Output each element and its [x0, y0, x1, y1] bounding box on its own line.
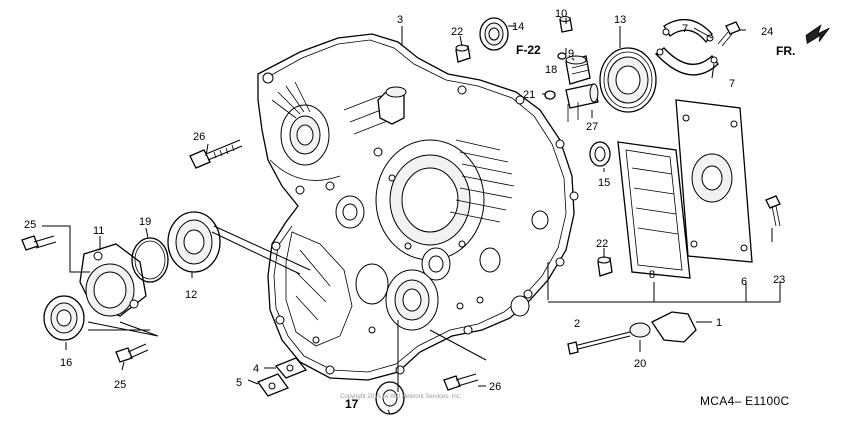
bearing-setting-plate-bottom [655, 47, 719, 76]
callout-6: 6 [741, 276, 747, 288]
dowel-pin-top [455, 44, 471, 63]
diagram-code: MCA4– E1100C [700, 394, 789, 408]
oil-level-gauge-1 [567, 311, 697, 355]
oil-seal-16 [43, 295, 85, 341]
bearing-13 [599, 47, 657, 113]
plate-5 [256, 373, 290, 397]
callout-20: 20 [634, 358, 646, 370]
bolt-26-bottom [443, 373, 479, 391]
bolt-26-top [189, 139, 243, 169]
cover-plate-6 [675, 99, 753, 263]
callout-22-right: 22 [596, 238, 608, 250]
o-ring-19 [131, 237, 169, 283]
callout-21: 21 [523, 89, 535, 101]
callout-25-bottom: 25 [114, 379, 126, 391]
callout-26-bottom: 26 [489, 381, 501, 393]
callout-9: 9 [568, 48, 574, 60]
rear-case-cover [257, 33, 579, 381]
callout-4: 4 [253, 363, 259, 375]
callout-2: 2 [574, 318, 580, 330]
bolt-23 [765, 195, 781, 227]
callout-8: 8 [649, 269, 655, 281]
callout-26-top: 26 [193, 131, 205, 143]
o-ring-18 [557, 52, 567, 60]
callout-15: 15 [598, 177, 610, 189]
bearing-setting-plate-top [662, 18, 714, 44]
front-label: FR. [776, 44, 795, 58]
bearing-housing-11 [79, 243, 147, 317]
o-ring-21 [544, 90, 556, 100]
joint-shaft-9 [565, 55, 591, 85]
callout-18: 18 [545, 64, 557, 76]
collar-10 [559, 16, 573, 33]
bearing-14 [479, 17, 509, 51]
callout-16: 16 [60, 357, 72, 369]
callout-3: 3 [397, 14, 403, 26]
callout-24: 24 [761, 26, 773, 38]
leader-lines [42, 18, 781, 415]
callout-5: 5 [236, 377, 242, 389]
callout-numbers: 1 2 3 4 5 6 7 7 8 9 10 11 12 13 14 15 16… [24, 8, 785, 411]
callout-7-bottom: 7 [729, 78, 735, 90]
callout-23: 23 [773, 274, 785, 286]
copyright-watermark: Copyright 2015 by ARI Network Services, … [340, 394, 462, 400]
shaft-joint [565, 83, 599, 109]
needle-bearing-15 [589, 141, 611, 167]
callout-11: 11 [93, 225, 104, 237]
callout-19: 19 [139, 216, 151, 228]
callout-17: 17 [345, 397, 359, 411]
bolt-25-top [21, 235, 57, 251]
callout-10: 10 [555, 8, 567, 20]
callout-25-top: 25 [24, 219, 36, 231]
callout-12: 12 [185, 289, 197, 301]
callout-1: 1 [716, 317, 722, 329]
front-arrow: FR. [776, 24, 830, 58]
bolt-24 [717, 21, 741, 47]
callout-27: 27 [586, 121, 598, 133]
dowel-pin-right [597, 256, 613, 277]
callout-7-top: 7 [682, 23, 688, 35]
gasket-8 [617, 141, 691, 279]
callout-22-top: 22 [451, 26, 463, 38]
callout-13: 13 [614, 14, 626, 26]
bearing-12 [167, 211, 221, 273]
callout-14: 14 [512, 21, 524, 33]
bolt-25-bottom [115, 343, 149, 363]
plate-4 [274, 357, 308, 379]
ref-f22: F-22 [516, 43, 541, 57]
